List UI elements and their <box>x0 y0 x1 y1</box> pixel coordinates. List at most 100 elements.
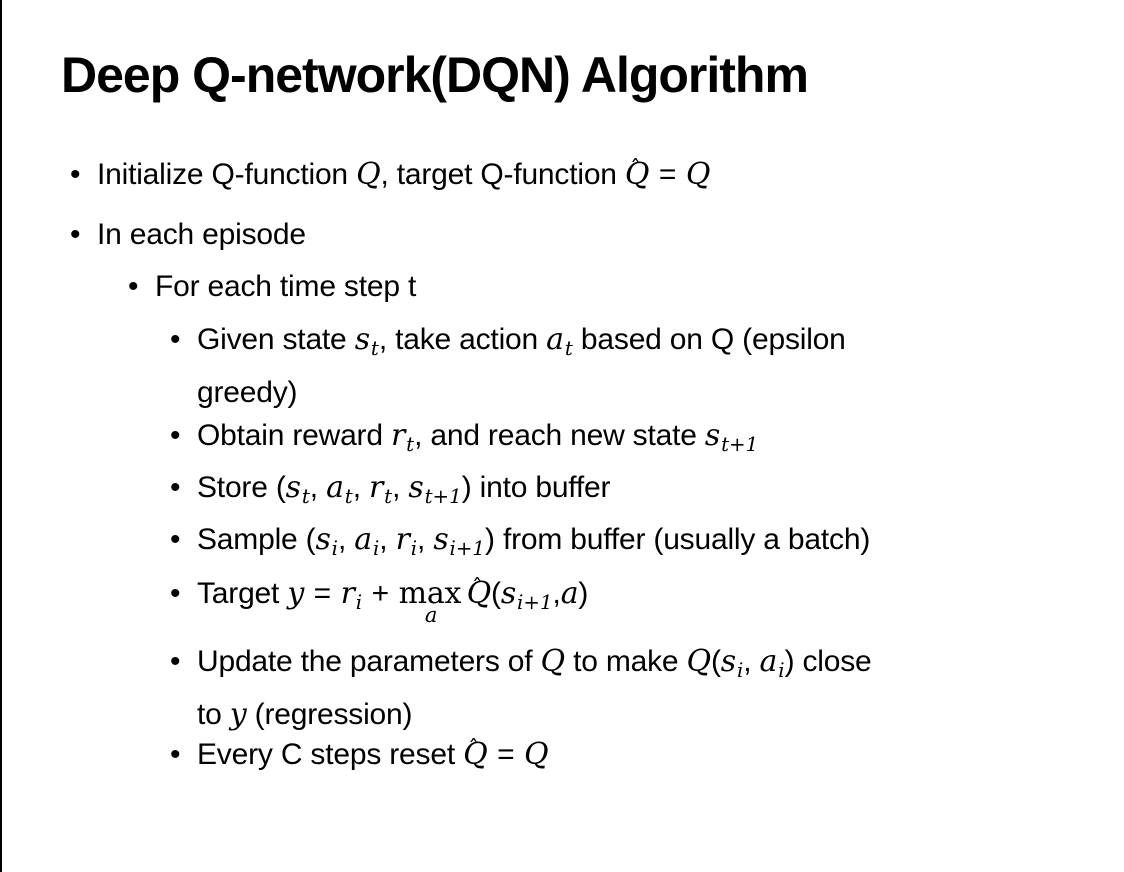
bullet-update-parameters: • Update the parameters of Q to make Q(s… <box>170 640 872 737</box>
bullet-initialize-q: • Initialize Q-function Q, target Q-func… <box>70 155 710 195</box>
math-subscript: t+1 <box>721 433 759 457</box>
text-segment: based on Q (epsilon <box>572 323 846 356</box>
text-segment: Sample ( <box>197 523 316 556</box>
text-segment: Target <box>197 577 288 610</box>
math-var-s: s <box>285 470 301 505</box>
math-subscript: t <box>370 337 379 361</box>
text-segment: ) into buffer <box>461 471 611 504</box>
math-var-q: Q <box>524 737 549 772</box>
hat-accent: ˆ <box>630 155 641 181</box>
text-segment: Initialize Q-function <box>97 158 357 191</box>
bullet-text: In each episode <box>97 215 306 255</box>
bullet-marker: • <box>70 158 81 191</box>
text-segment: Every C steps reset <box>197 738 464 771</box>
bullet-text: Update the parameters of Q to make Q(si,… <box>197 640 872 737</box>
text-segment: Obtain reward <box>197 419 391 452</box>
text-segment: , <box>417 523 434 556</box>
math-var-r: r <box>395 522 410 557</box>
math-var-s: s <box>720 644 736 679</box>
text-segment: , <box>309 471 327 504</box>
bullet-text: Sample (si, ai, ri, si+1) from buffer (u… <box>197 520 870 569</box>
plus-sign: + <box>371 577 390 610</box>
text-segment: For each time step t <box>155 270 417 303</box>
slide-title: Deep Q-network(DQN) Algorithm <box>61 47 809 103</box>
math-var-q: Q <box>686 644 712 679</box>
bullet-marker: • <box>170 645 181 678</box>
max-subscript-a: a <box>424 603 438 628</box>
open-paren: ( <box>710 645 721 678</box>
close-paren: ) <box>578 577 589 610</box>
bullet-marker: • <box>170 471 181 504</box>
math-subscript: i <box>410 537 418 561</box>
math-var-s: s <box>315 522 331 557</box>
bullet-marker: • <box>170 738 181 771</box>
math-subscript: i <box>355 591 363 615</box>
math-subscript: i <box>778 659 785 683</box>
bullet-text: Given state st, take action at based on … <box>197 318 846 415</box>
math-var-q: Q <box>624 157 650 192</box>
slide-left-border <box>0 0 2 872</box>
text-line: Given state st, take action at based on … <box>197 318 846 371</box>
math-var-q: Q <box>463 737 488 772</box>
math-subscript: t+1 <box>424 485 462 509</box>
bullet-marker: • <box>170 419 181 452</box>
text-segment: Update the parameters of <box>197 645 541 678</box>
math-subscript: i <box>372 537 380 561</box>
bullet-marker: • <box>70 218 81 251</box>
bullet-in-each-episode: • In each episode <box>70 215 306 255</box>
bullet-text: Obtain reward rt, and reach new state st… <box>197 416 758 465</box>
comma: , <box>552 577 561 610</box>
bullet-marker: • <box>170 323 181 356</box>
math-var-q: Q <box>540 644 566 679</box>
text-segment: , take action <box>378 323 547 356</box>
math-var-r: r <box>369 470 384 505</box>
math-subscript: t <box>301 485 310 509</box>
bullet-marker: • <box>170 577 181 610</box>
open-paren: ( <box>491 577 501 610</box>
text-segment: (regression) <box>246 698 413 732</box>
text-segment: to <box>197 698 230 732</box>
math-var-a: a <box>326 470 344 505</box>
math-var-y: y <box>287 576 305 611</box>
text-segment: , <box>337 523 355 556</box>
equals-sign: = <box>497 738 515 771</box>
bullet-obtain-reward: • Obtain reward rt, and reach new state … <box>170 416 758 465</box>
max-label: max <box>398 576 462 611</box>
math-var-r: r <box>340 576 355 611</box>
text-segment: greedy) <box>197 376 298 410</box>
hat-accent: ˆ <box>471 574 483 600</box>
bullet-marker: • <box>170 523 181 556</box>
bullet-sample-buffer: • Sample (si, ai, ri, si+1) from buffer … <box>170 520 870 569</box>
math-subscript: t <box>406 433 415 457</box>
math-subscript: t <box>384 485 393 509</box>
math-subscript: t <box>344 485 353 509</box>
math-var-a: a <box>546 322 564 357</box>
text-line: to y (regression) <box>197 693 872 737</box>
text-segment: ) from buffer (usually a batch) <box>485 523 871 556</box>
equals-sign: = <box>313 577 332 610</box>
math-var-q: Q <box>685 157 711 192</box>
bullet-text: Store (st, at, rt, st+1) into buffer <box>197 468 611 517</box>
text-line: greedy) <box>197 371 846 415</box>
text-segment: Store ( <box>197 471 286 504</box>
math-subscript: i+1 <box>449 537 486 561</box>
math-subscript: i+1 <box>517 591 553 615</box>
math-var-s: s <box>433 522 449 557</box>
math-subscript: i <box>736 659 744 683</box>
equals-sign: = <box>658 158 677 191</box>
text-segment: , target Q-function <box>380 158 625 191</box>
text-segment: Given state <box>197 323 355 356</box>
math-var-a: a <box>354 522 372 557</box>
math-subscript: i <box>331 537 338 561</box>
text-segment: , and reach new state <box>414 419 705 452</box>
hat-accent: ˆ <box>468 735 479 761</box>
math-var-q: Q <box>466 576 492 611</box>
text-segment: , <box>379 523 396 556</box>
math-var-s: s <box>354 322 370 357</box>
